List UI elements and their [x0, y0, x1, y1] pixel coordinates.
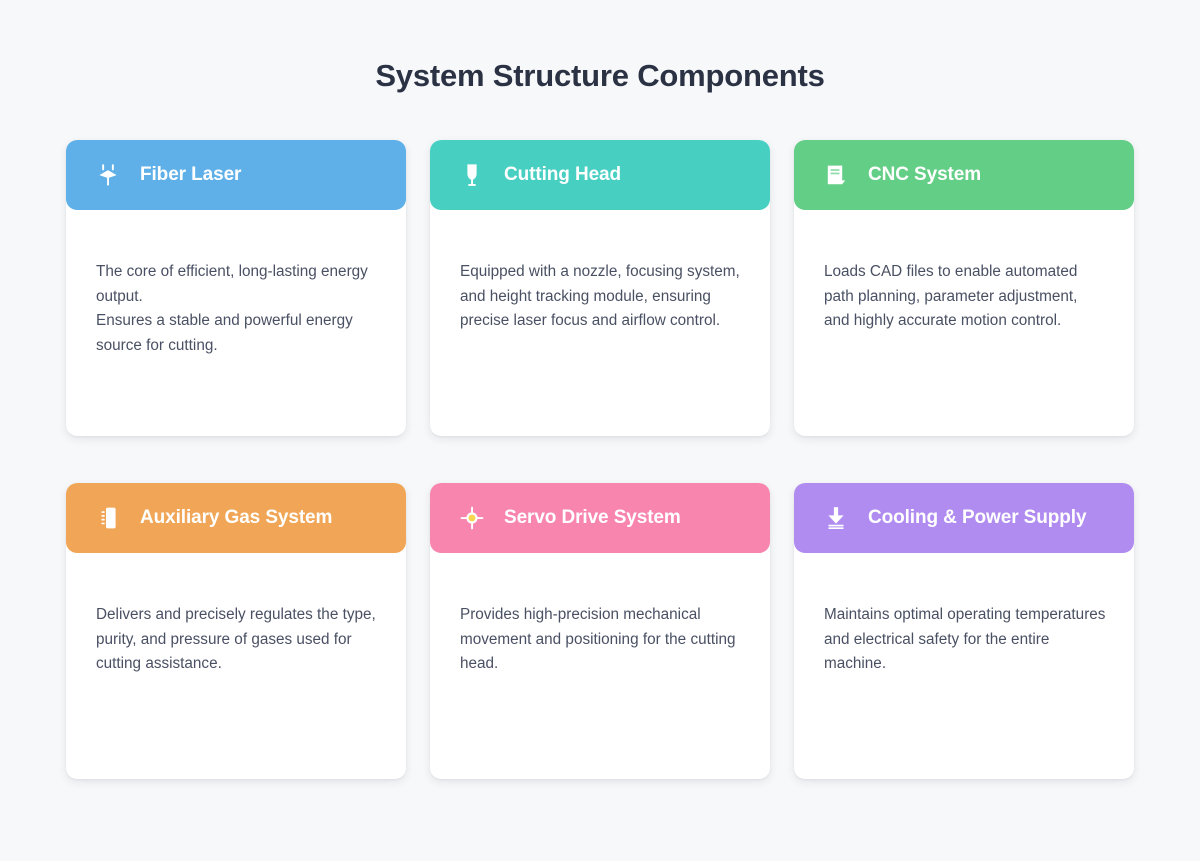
card-title: CNC System: [868, 164, 982, 186]
gas-cylinder-icon: [94, 504, 122, 532]
nozzle-icon: [458, 161, 486, 189]
card-description: Provides high-precision mechanical movem…: [460, 606, 736, 673]
card-body: Equipped with a nozzle, focusing system,…: [430, 210, 770, 436]
card-title: Auxiliary Gas System: [140, 507, 333, 529]
card-description: Delivers and precisely regulates the typ…: [96, 606, 376, 673]
card-description: The core of efficient, long-lasting ener…: [96, 263, 368, 354]
card-title: Cutting Head: [504, 164, 622, 186]
card-auxiliary-gas-system[interactable]: Auxiliary Gas System Delivers and precis…: [66, 483, 406, 780]
card-description: Loads CAD files to enable automated path…: [824, 263, 1078, 330]
card-header: Auxiliary Gas System: [66, 483, 406, 554]
card-description: Equipped with a nozzle, focusing system,…: [460, 263, 740, 330]
card-body: Maintains optimal operating temperatures…: [794, 553, 1134, 779]
card-header: Cooling & Power Supply: [794, 483, 1134, 554]
card-fiber-laser[interactable]: Fiber Laser The core of efficient, long-…: [66, 140, 406, 437]
component-card-grid: Fiber Laser The core of efficient, long-…: [66, 94, 1134, 780]
card-header: Fiber Laser: [66, 140, 406, 211]
card-header: CNC System: [794, 140, 1134, 211]
card-header: Cutting Head: [430, 140, 770, 211]
card-cutting-head[interactable]: Cutting Head Equipped with a nozzle, foc…: [430, 140, 770, 437]
crosshair-target-icon: [458, 504, 486, 532]
card-body: The core of efficient, long-lasting ener…: [66, 210, 406, 436]
card-title: Cooling & Power Supply: [868, 507, 1087, 529]
card-description: Maintains optimal operating temperatures…: [824, 606, 1106, 673]
card-header: Servo Drive System: [430, 483, 770, 554]
laser-sparkle-icon: [94, 161, 122, 189]
card-cooling-power-supply[interactable]: Cooling & Power Supply Maintains optimal…: [794, 483, 1134, 780]
card-title: Servo Drive System: [504, 507, 681, 529]
card-title: Fiber Laser: [140, 164, 242, 186]
card-body: Loads CAD files to enable automated path…: [794, 210, 1134, 436]
download-arrow-icon: [822, 504, 850, 532]
page-title: System Structure Components: [375, 58, 825, 93]
card-cnc-system[interactable]: CNC System Loads CAD files to enable aut…: [794, 140, 1134, 437]
card-body: Delivers and precisely regulates the typ…: [66, 553, 406, 779]
card-servo-drive-system[interactable]: Servo Drive System Provides high-precisi…: [430, 483, 770, 780]
card-body: Provides high-precision mechanical movem…: [430, 553, 770, 779]
document-file-icon: [822, 161, 850, 189]
